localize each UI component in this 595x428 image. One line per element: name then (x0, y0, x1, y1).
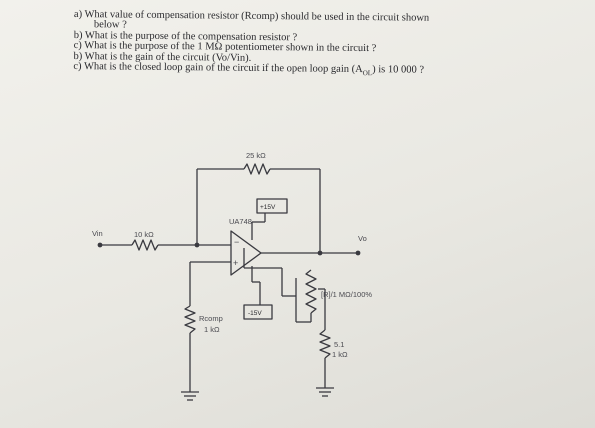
r51-value: 1 kΩ (332, 350, 348, 359)
vo-terminal (355, 250, 361, 256)
potentiometer-resistor (305, 269, 317, 314)
minus-15v-box (243, 304, 273, 320)
opamp-triangle (230, 230, 262, 276)
feedback-resistor-label: 25 kΩ (246, 151, 266, 160)
junction-output (317, 250, 323, 256)
r51-resistor (319, 329, 331, 359)
rcomp-value: 1 kΩ (204, 325, 220, 334)
input-resistor (131, 239, 159, 251)
rcomp-label: Rcomp (199, 314, 223, 323)
vin-terminal (97, 242, 103, 248)
pot-label: [R]/1 MΩ/100% (321, 290, 372, 299)
vin-label: Vin (92, 229, 103, 238)
input-resistor-label: 10 kΩ (134, 230, 154, 239)
rcomp-resistor (184, 305, 196, 334)
plus-15v-label: +15V (260, 204, 276, 211)
inverting-sign: − (234, 237, 239, 247)
r51-label: 5.1 (334, 340, 344, 349)
junction-inverting (194, 242, 200, 248)
minus-15v-label: -15V (248, 310, 262, 317)
opamp-label: UA748 (229, 217, 252, 226)
plus-15v-box (256, 198, 288, 214)
noninverting-sign: + (233, 258, 238, 268)
feedback-resistor (243, 163, 271, 175)
vo-label: Vo (358, 234, 367, 243)
